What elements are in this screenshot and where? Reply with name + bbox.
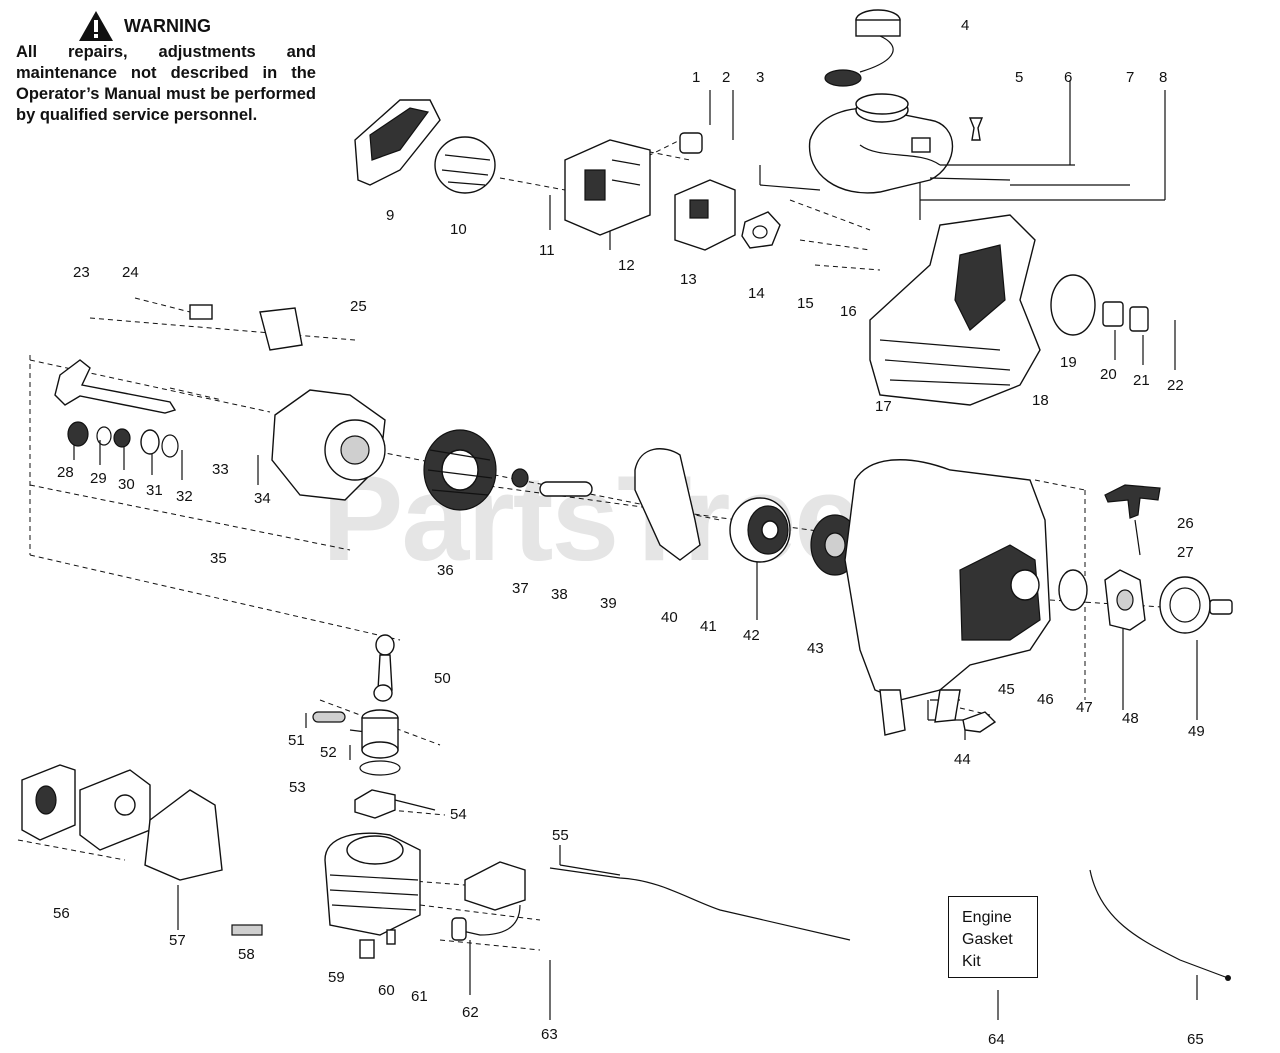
- part-label-18: 18: [1032, 392, 1049, 409]
- parts-drawings: [21, 9, 1233, 981]
- part-label-59: 59: [328, 969, 345, 986]
- part-label-7: 7: [1126, 69, 1134, 86]
- part-label-12: 12: [618, 257, 635, 274]
- warning-text: All repairs, adjustments and maintenance…: [16, 43, 316, 124]
- kit-line-1: Engine: [962, 909, 1012, 926]
- part-label-51: 51: [288, 732, 305, 749]
- warning-title: WARNING: [124, 15, 211, 36]
- part-label-8: 8: [1159, 69, 1167, 86]
- part-label-58: 58: [238, 946, 255, 963]
- part-label-17: 17: [875, 398, 892, 415]
- part-label-50: 50: [434, 670, 451, 687]
- part-label-52: 52: [320, 744, 337, 761]
- part-label-47: 47: [1076, 699, 1093, 716]
- part-label-21: 21: [1133, 372, 1150, 389]
- part-label-55: 55: [552, 827, 569, 844]
- part-label-54: 54: [450, 806, 467, 823]
- part-label-27: 27: [1177, 544, 1194, 561]
- warning-heading: WARNING: [78, 10, 316, 42]
- part-label-60: 60: [378, 982, 395, 999]
- part-label-2: 2: [722, 69, 730, 86]
- part-label-23: 23: [73, 264, 90, 281]
- part-label-64: 64: [988, 1031, 1005, 1048]
- part-label-36: 36: [437, 562, 454, 579]
- part-label-33: 33: [212, 461, 229, 478]
- part-label-34: 34: [254, 490, 271, 507]
- part-label-22: 22: [1167, 377, 1184, 394]
- part-label-3: 3: [756, 69, 764, 86]
- part-label-13: 13: [680, 271, 697, 288]
- part-label-63: 63: [541, 1026, 558, 1043]
- part-label-5: 5: [1015, 69, 1023, 86]
- part-label-48: 48: [1122, 710, 1139, 727]
- part-label-16: 16: [840, 303, 857, 320]
- part-label-11: 11: [539, 242, 555, 259]
- part-label-44: 44: [954, 751, 971, 768]
- part-label-61: 61: [411, 988, 428, 1005]
- part-label-37: 37: [512, 580, 529, 597]
- part-label-9: 9: [386, 207, 394, 224]
- part-label-41: 41: [700, 618, 717, 635]
- part-label-38: 38: [551, 586, 568, 603]
- part-label-32: 32: [176, 488, 193, 505]
- part-label-35: 35: [210, 550, 227, 567]
- part-label-49: 49: [1188, 723, 1205, 740]
- kit-line-3: Kit: [962, 953, 981, 970]
- part-label-20: 20: [1100, 366, 1117, 383]
- part-label-30: 30: [118, 476, 135, 493]
- part-label-57: 57: [169, 932, 186, 949]
- part-label-56: 56: [53, 905, 70, 922]
- part-label-15: 15: [797, 295, 814, 312]
- part-label-28: 28: [57, 464, 74, 481]
- part-label-10: 10: [450, 221, 467, 238]
- engine-gasket-kit-box: Engine Gasket Kit: [948, 896, 1038, 978]
- part-label-43: 43: [807, 640, 824, 657]
- part-label-6: 6: [1064, 69, 1072, 86]
- part-label-25: 25: [350, 298, 367, 315]
- part-number-labels: 1 2 3 4 5 6 7 8 9 10 11 12 13 14 15 16 1…: [53, 17, 1205, 1048]
- part-label-29: 29: [90, 470, 107, 487]
- part-label-42: 42: [743, 627, 760, 644]
- part-label-46: 46: [1037, 691, 1054, 708]
- warning-block: WARNING All repairs, adjustments and mai…: [16, 10, 316, 126]
- part-label-62: 62: [462, 1004, 479, 1021]
- part-label-14: 14: [748, 285, 765, 302]
- part-label-26: 26: [1177, 515, 1194, 532]
- part-label-31: 31: [146, 482, 163, 499]
- part-label-39: 39: [600, 595, 617, 612]
- part-label-65: 65: [1187, 1031, 1204, 1048]
- part-label-4: 4: [961, 17, 969, 34]
- part-label-53: 53: [289, 779, 306, 796]
- kit-line-2: Gasket: [962, 931, 1013, 948]
- part-label-45: 45: [998, 681, 1015, 698]
- part-label-1: 1: [692, 69, 700, 86]
- part-label-40: 40: [661, 609, 678, 626]
- warning-triangle-icon: [79, 11, 113, 41]
- part-label-24: 24: [122, 264, 139, 281]
- part-label-19: 19: [1060, 354, 1077, 371]
